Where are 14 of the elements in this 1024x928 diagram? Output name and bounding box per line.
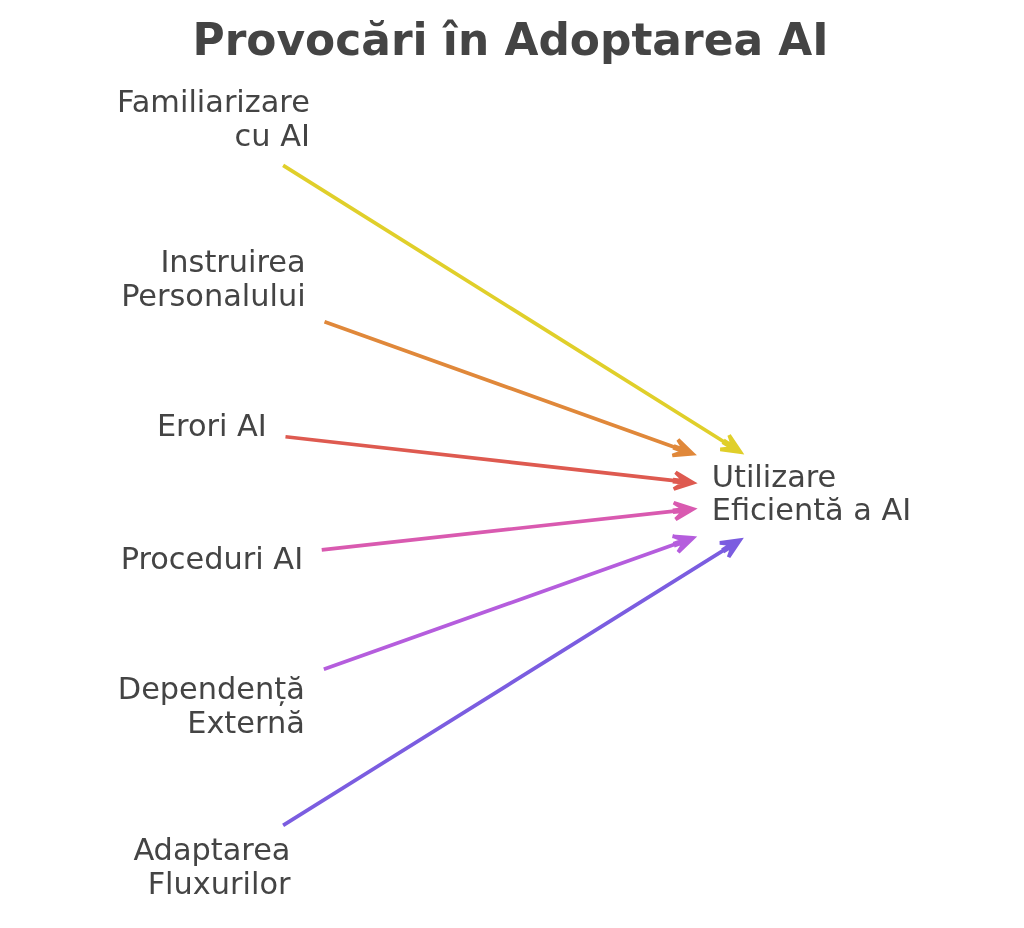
arrow bbox=[321, 500, 695, 552]
diagram-title: Provocări în Adoptarea AI bbox=[192, 14, 829, 66]
arrow bbox=[284, 434, 695, 491]
node-text: Dependență Externă bbox=[117, 671, 305, 741]
arrow bbox=[281, 538, 742, 827]
node-text: Utilizare Eficientă a AI bbox=[711, 458, 911, 528]
arrow bbox=[322, 534, 695, 672]
node-text: Erori AI bbox=[156, 407, 267, 443]
arrow bbox=[281, 163, 742, 454]
node-text: Adaptarea Fluxurilor bbox=[132, 831, 290, 901]
node-text: Instruirea Personalului bbox=[120, 244, 306, 313]
node-text: Proceduri AI bbox=[120, 541, 303, 577]
node-text: Familiarizare cu AI bbox=[116, 83, 310, 153]
arrow bbox=[323, 320, 695, 458]
